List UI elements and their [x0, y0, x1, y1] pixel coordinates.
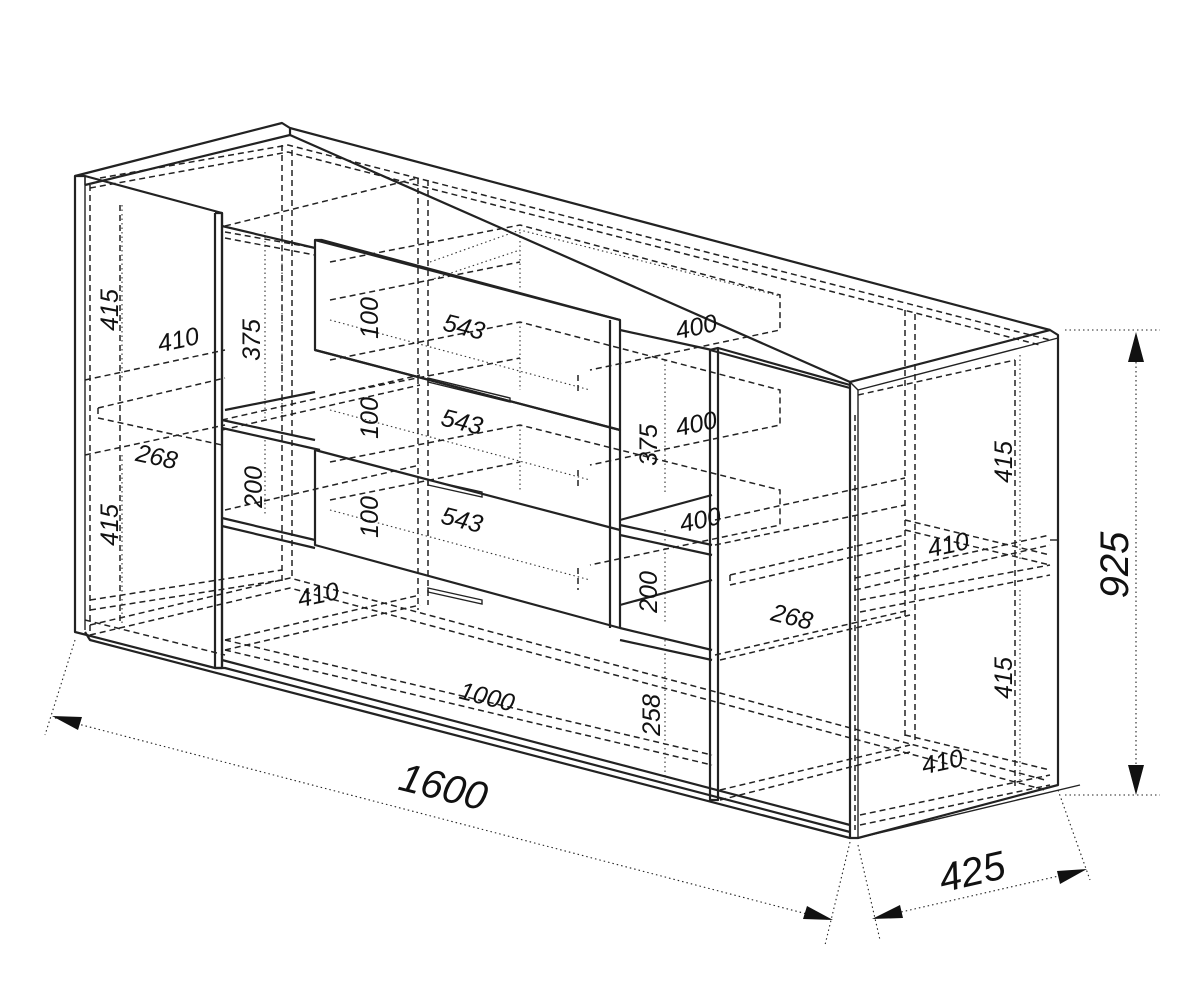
drawer-handle-middle: [427, 479, 483, 498]
right-upper-shelf-depth-label: 410: [925, 527, 972, 563]
drawer-front-middle: [314, 348, 622, 532]
drawer-width-label-2: 543: [438, 404, 485, 441]
left-upper-height-label: 415: [96, 289, 124, 331]
drawer-depth-label-3: 400: [677, 502, 724, 538]
right-upper-height-label: 415: [990, 441, 1018, 483]
overall-depth-label: 425: [935, 843, 1011, 901]
drawer-width-label-1: 543: [440, 309, 487, 346]
drawer-depth-label-1: 400: [673, 309, 720, 345]
left-mid-shelf-depth-label: 268: [132, 439, 180, 475]
drawer-height-label-1: 100: [356, 297, 384, 339]
height-arrow-bottom: [1128, 765, 1144, 795]
dimension-labels: 1600 425 925 415 415 410 268 375 200 100…: [96, 289, 1137, 901]
overall-height-label: 925: [1093, 531, 1137, 598]
center-middle-height-label: 200: [240, 466, 268, 509]
height-arrow-top: [1128, 332, 1144, 362]
right-inner-shelf-depth-label: 268: [767, 598, 815, 636]
drawer-height-label-2: 100: [356, 397, 384, 439]
right-lower-height-label: 415: [990, 657, 1018, 699]
drawer-width-label-3: 543: [438, 502, 485, 539]
drawer-handle-lower: [427, 587, 483, 605]
width-arrow-left: [52, 716, 82, 730]
drawer-front-lower: [313, 450, 622, 630]
right-inner-partition: [708, 346, 720, 802]
depth-arrow-right: [1057, 869, 1087, 884]
right-lower-shelf-depth-label: 410: [919, 744, 966, 780]
width-arrow-right: [803, 906, 833, 920]
center-upper-height-label: 375: [238, 319, 266, 361]
right-side-panel: [848, 328, 1060, 840]
overall-dimension-lines: [44, 329, 1160, 946]
drawer-height-label-3: 100: [356, 496, 384, 538]
center-lower-opening-width-label: 1000: [457, 677, 518, 718]
visible-outline: [73, 121, 1081, 840]
left-side-panel: [73, 174, 224, 670]
right-inner-middle-height-label: 200: [635, 571, 663, 614]
drawer-depth-label-2: 400: [673, 406, 720, 442]
hidden-structure: [84, 144, 1051, 830]
plinth-opening-height-label: 258: [638, 694, 666, 737]
depth-arrow-left: [872, 905, 903, 919]
left-lower-height-label: 415: [96, 504, 124, 546]
projection-lines: [121, 205, 1021, 780]
center-lower-shelf-depth-label: 410: [295, 577, 342, 613]
right-inner-upper-height-label: 375: [635, 424, 663, 466]
left-upper-shelf-depth-label: 410: [155, 322, 202, 358]
top-board: [74, 121, 292, 187]
drawer-handle-upper: [427, 377, 511, 403]
